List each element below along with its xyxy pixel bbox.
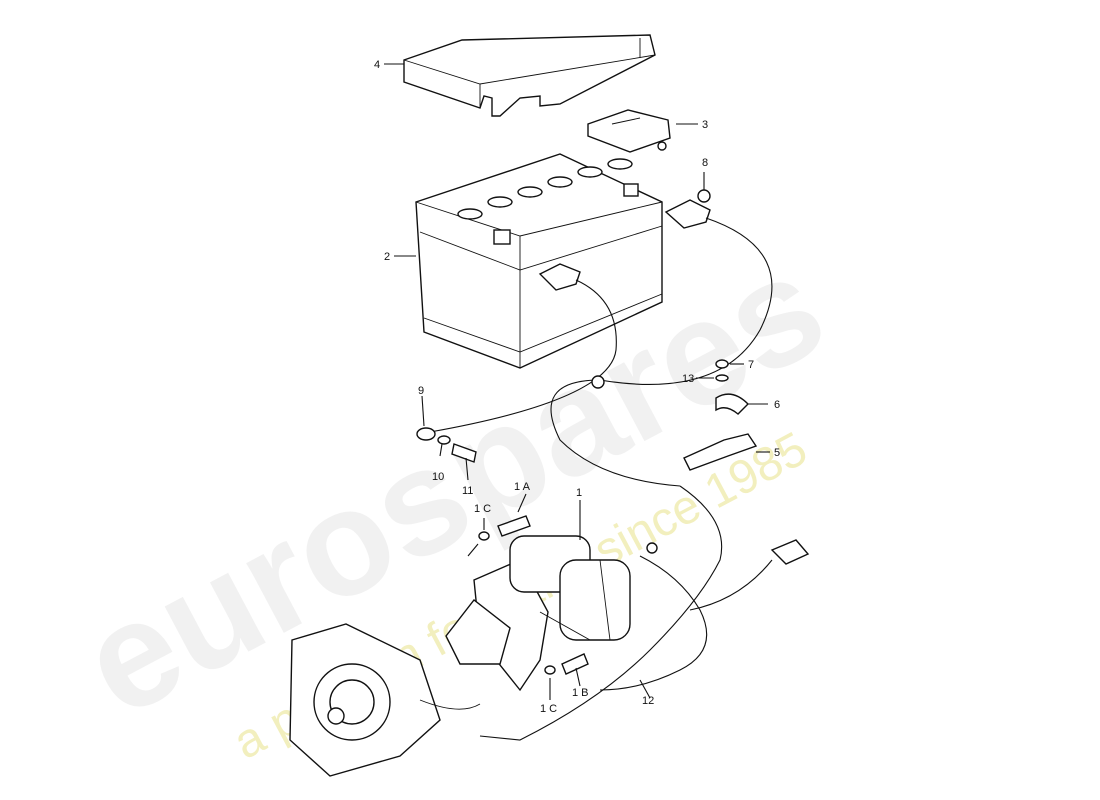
- battery-cover: [403, 34, 656, 117]
- starter-bolts: [478, 515, 589, 675]
- leader-lines: [384, 63, 770, 700]
- callout-1C-bottom: 1 C: [540, 703, 557, 715]
- callout-11: 11: [462, 485, 473, 497]
- callout-1C-top: 1 C: [474, 503, 491, 515]
- callout-1B: 1 B: [572, 687, 589, 699]
- battery-cables: [416, 189, 773, 741]
- starter-motor: [445, 535, 631, 692]
- callout-4: 4: [374, 59, 380, 71]
- callout-2: 2: [384, 251, 390, 263]
- terminal-cover: [587, 109, 671, 153]
- battery: [415, 153, 663, 369]
- callout-8: 8: [702, 157, 708, 169]
- callout-1: 1: [576, 487, 582, 499]
- callout-7: 7: [748, 359, 754, 371]
- callout-5: 5: [774, 447, 780, 459]
- battery-caps: [457, 158, 633, 220]
- alternator: [289, 623, 481, 777]
- bolt-and-washer: [437, 435, 477, 463]
- callout-12: 12: [642, 695, 654, 707]
- starter-wiring-harness: [599, 539, 810, 691]
- callout-3: 3: [702, 119, 708, 131]
- callout-6: 6: [774, 399, 780, 411]
- callout-10: 10: [432, 471, 444, 483]
- callout-1A: 1 A: [514, 481, 531, 493]
- alternator-terminal-parts: [683, 359, 758, 471]
- callout-9: 9: [418, 385, 424, 397]
- callout-13: 13: [682, 373, 694, 385]
- callout-labels: 4 3 8 2 7 13 6 5 9 10 11 1 C 1 A 1 1 B 1…: [374, 59, 780, 715]
